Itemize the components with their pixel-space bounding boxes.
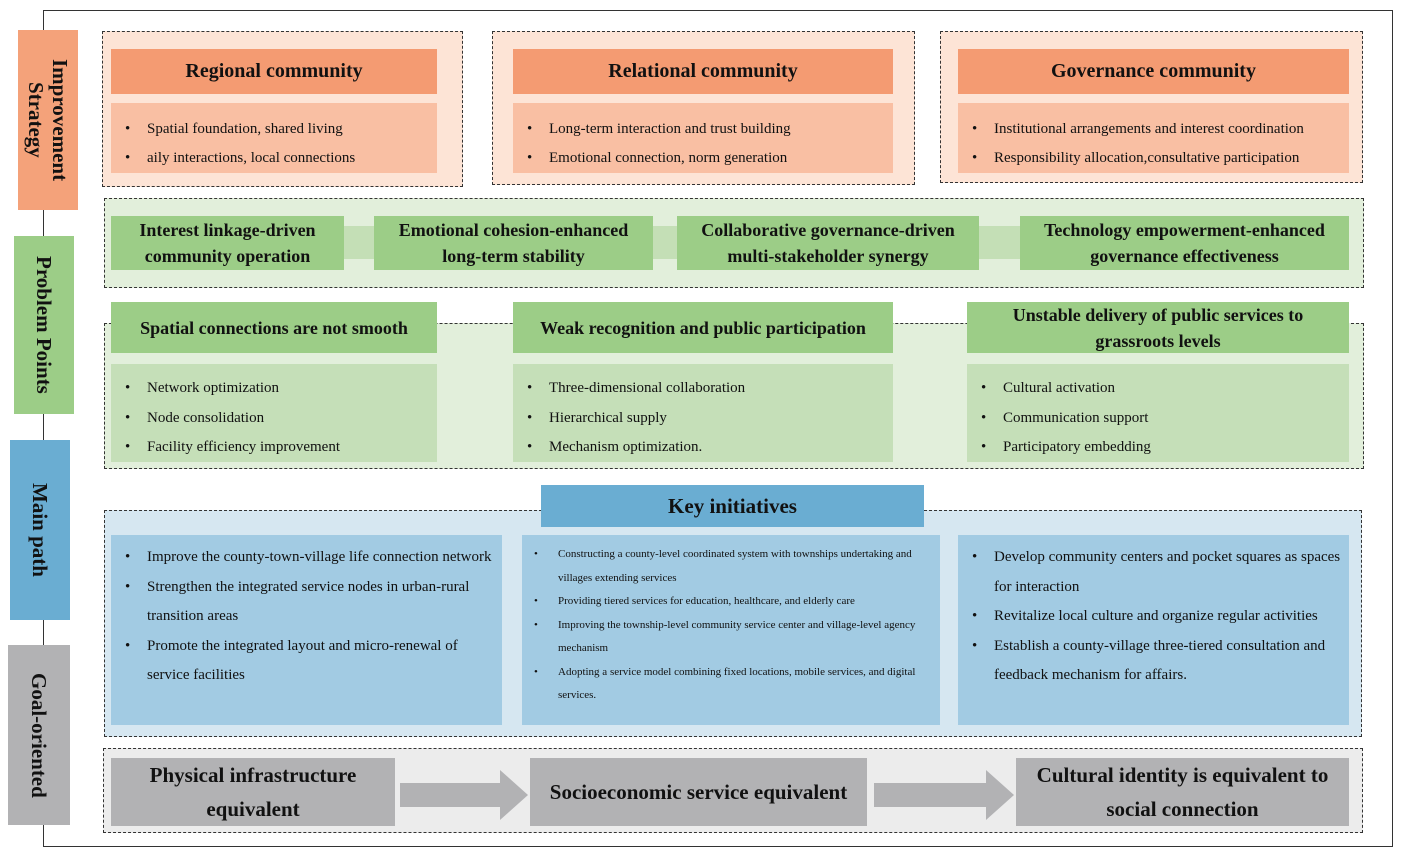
main-path-list-2: Constructing a county-level coordinated … <box>522 535 940 725</box>
list-item: Long-term interaction and trust building <box>527 115 893 144</box>
list-item: Cultural activation <box>981 374 1349 404</box>
problem-title: Weak recognition and public participatio… <box>513 302 893 353</box>
list-item: Promote the integrated layout and micro-… <box>125 632 494 691</box>
problem-list-1: Network optimizationNode consolidationFa… <box>111 364 437 462</box>
list-item: Establish a county-village three-tiered … <box>972 632 1341 691</box>
goal-box: Cultural identity is equivalent to socia… <box>1016 758 1349 826</box>
problem-list-2: Three-dimensional collaborationHierarchi… <box>513 364 893 462</box>
list-item: Participatory embedding <box>981 433 1349 463</box>
driver-box: Collaborative governance-driven multi-st… <box>677 216 979 270</box>
driver-box: Emotional cohesion-enhanced long-term st… <box>374 216 653 270</box>
list-item: Constructing a county-level coordinated … <box>534 543 930 590</box>
list-item: Responsibility allocation,consultative p… <box>972 144 1349 173</box>
side-label-goal: Goal-oriented <box>8 645 70 825</box>
list-item: Node consolidation <box>125 404 437 434</box>
list-item: Improve the county-town-village life con… <box>125 543 494 573</box>
list-item: Spatial foundation, shared living <box>125 115 437 144</box>
list-item: Emotional connection, norm generation <box>527 144 893 173</box>
side-label-main-path: Main path <box>10 440 70 620</box>
list-item: Improving the township-level community s… <box>534 614 930 661</box>
list-item: Strengthen the integrated service nodes … <box>125 573 494 632</box>
goal-box: Physical infrastructure equivalent <box>111 758 395 826</box>
list-item: Three-dimensional collaboration <box>527 374 893 404</box>
list-item: aily interactions, local connections <box>125 144 437 173</box>
side-label-strategy: Improvement Strategy <box>18 30 78 210</box>
list-item: Network optimization <box>125 374 437 404</box>
goal-box: Socioeconomic service equivalent <box>530 758 867 826</box>
strategy-title: Relational community <box>513 49 893 94</box>
main-path-list-3: Develop community centers and pocket squ… <box>958 535 1349 725</box>
strategy-title: Governance community <box>958 49 1349 94</box>
main-path-list-1: Improve the county-town-village life con… <box>111 535 502 725</box>
list-item: Revitalize local culture and organize re… <box>972 602 1341 632</box>
list-item: Providing tiered services for education,… <box>534 590 930 614</box>
problem-list-3: Cultural activationCommunication support… <box>967 364 1349 462</box>
right-arrow-icon <box>400 770 528 820</box>
driver-box: Technology empowerment-enhanced governan… <box>1020 216 1349 270</box>
list-item: Mechanism optimization. <box>527 433 893 463</box>
problem-title: Unstable delivery of public services to … <box>967 302 1349 353</box>
key-initiatives-title: Key initiatives <box>541 485 924 527</box>
list-item: Adopting a service model combining fixed… <box>534 661 930 708</box>
right-arrow-icon <box>874 770 1014 820</box>
list-item: Institutional arrangements and interest … <box>972 115 1349 144</box>
strategy-list-3: Institutional arrangements and interest … <box>958 103 1349 173</box>
list-item: Develop community centers and pocket squ… <box>972 543 1341 602</box>
strategy-list-2: Long-term interaction and trust building… <box>513 103 893 173</box>
list-item: Communication support <box>981 404 1349 434</box>
strategy-title: Regional community <box>111 49 437 94</box>
list-item: Hierarchical supply <box>527 404 893 434</box>
problem-title: Spatial connections are not smooth <box>111 302 437 353</box>
driver-box: Interest linkage-driven community operat… <box>111 216 344 270</box>
list-item: Facility efficiency improvement <box>125 433 437 463</box>
strategy-list-1: Spatial foundation, shared livingaily in… <box>111 103 437 173</box>
side-label-problem: Problem Points <box>14 236 74 414</box>
